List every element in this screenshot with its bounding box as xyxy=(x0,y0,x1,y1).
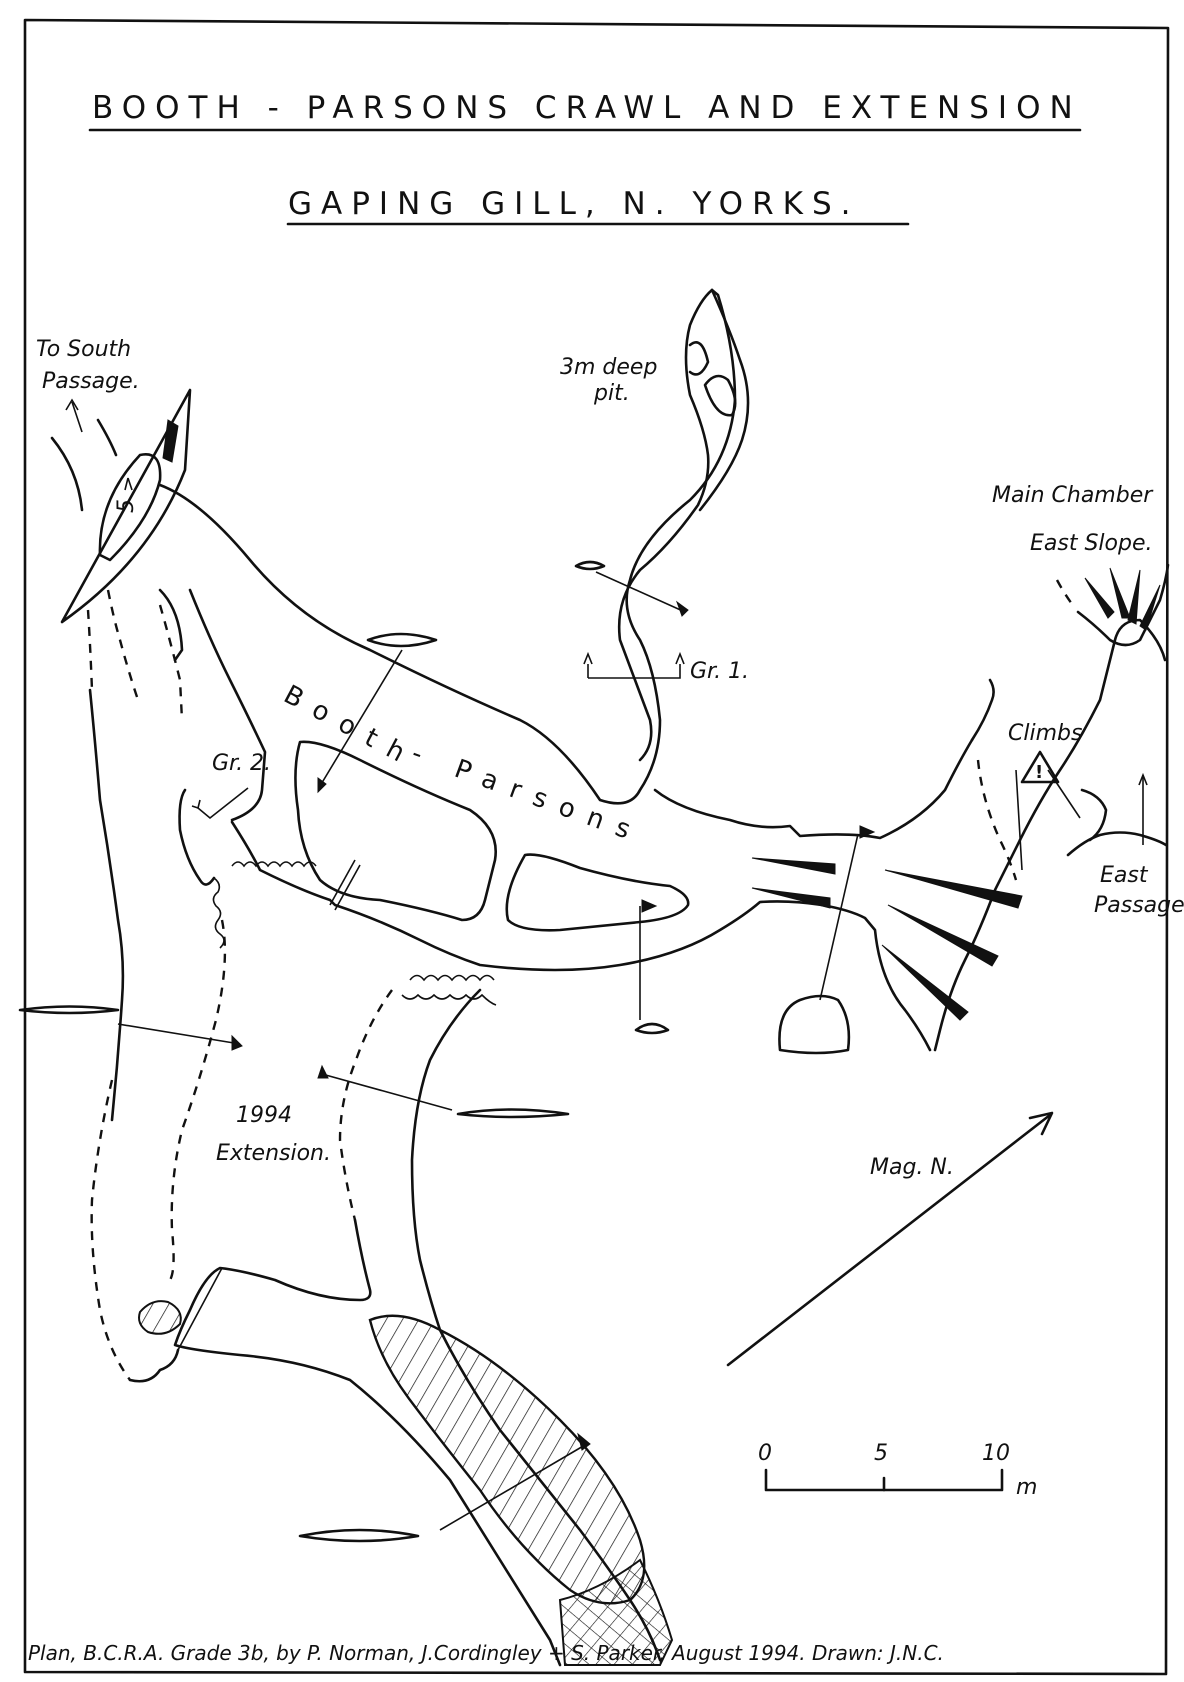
extension-centre-wall xyxy=(173,1218,562,1667)
label-gr2: Gr. 2. xyxy=(212,751,271,776)
slope-wedge-3 xyxy=(884,869,1023,909)
east-passage-side xyxy=(1066,831,1168,857)
gr2-alcove xyxy=(178,788,216,886)
pitch-tick xyxy=(162,419,179,463)
section-lens-2 xyxy=(574,560,606,571)
label-extension-2: Extension. xyxy=(216,1141,331,1166)
east-slope-spike-2 xyxy=(1109,567,1131,619)
label-gr1: Gr. 1. xyxy=(690,659,749,684)
pitch-up-arrow xyxy=(124,477,133,491)
section-lens-4 xyxy=(456,1108,570,1119)
section-lens-1 xyxy=(366,632,438,648)
east-slope-spike-3 xyxy=(1127,569,1141,625)
crawl-wall-north-east xyxy=(653,738,974,840)
pool-small-hatched xyxy=(138,1300,182,1335)
pitch-shaft xyxy=(98,453,162,562)
title-line-2: GAPING GILL, N. YORKS. xyxy=(288,186,859,222)
climb-dashed-wall xyxy=(976,759,1018,881)
label-pit-2: pit. xyxy=(593,381,630,406)
section-lens-6 xyxy=(634,1022,670,1035)
boulder-choke-2 xyxy=(409,974,495,982)
east-slope-spike-1 xyxy=(1084,577,1115,619)
warning-triangle-icon: ! xyxy=(1020,750,1060,784)
section-lens-5 xyxy=(298,1528,420,1543)
pit-passage-wall-west xyxy=(617,288,714,762)
sheet-border xyxy=(23,18,1170,1676)
label-to-south-1: To South xyxy=(36,337,131,362)
slope-wedge-4 xyxy=(887,904,999,967)
extension-branch-dash xyxy=(158,604,184,721)
south-passage-wall-right xyxy=(96,418,118,457)
boulder-choke-3 xyxy=(401,993,497,1006)
label-passage-parsons: - Parsons xyxy=(408,738,648,850)
south-passage-wall-left xyxy=(50,436,84,512)
extension-east-dash xyxy=(338,989,393,1221)
cave-plan: 5 xyxy=(18,288,1170,1667)
pit-inner-lip xyxy=(688,341,710,376)
label-pit-1: 3m deep xyxy=(560,355,657,380)
extension-constriction xyxy=(177,1267,223,1351)
extension-west-wall xyxy=(88,688,125,1122)
slope-wedge-5 xyxy=(881,944,969,1021)
pitch-depth-label: 5 xyxy=(114,499,139,513)
label-to-south-2: Passage. xyxy=(42,369,140,394)
section-markers xyxy=(117,571,1148,1531)
title-line-1: BOOTH - PARSONS CRAWL AND EXTENSION xyxy=(92,90,1082,126)
crawl-constriction-2 xyxy=(334,864,361,911)
scale-unit: m xyxy=(1016,1475,1037,1500)
label-east-passage-1: East xyxy=(1100,863,1149,888)
extension-west-return xyxy=(128,1348,180,1383)
boulder-floor-grid xyxy=(558,1558,674,1666)
crawl-constriction xyxy=(329,859,356,906)
svg-text:!: ! xyxy=(1035,762,1043,783)
main-chamber-lobe xyxy=(1076,563,1170,647)
east-passage-wall xyxy=(933,838,1022,1052)
slope-wedge-1 xyxy=(751,857,836,875)
extension-west-dash-2 xyxy=(90,1079,131,1381)
boulder-choke-4 xyxy=(212,877,225,949)
main-chamber-dash xyxy=(1055,579,1076,609)
water-pool-hatched xyxy=(368,1314,646,1605)
label-passage-booth: Booth xyxy=(279,680,422,775)
rock-mound xyxy=(778,994,851,1055)
slope-wedge-2 xyxy=(751,887,831,909)
label-extension-1: 1994 xyxy=(236,1103,292,1128)
pillar-east xyxy=(505,853,690,932)
scale-tick-10: 10 xyxy=(982,1441,1010,1466)
pit-passage-wall-east xyxy=(698,288,750,512)
crawl-wall-south-lower xyxy=(230,820,932,1052)
crawl-wall-south xyxy=(158,588,267,822)
label-climbs: Climbs xyxy=(1008,721,1082,746)
pit-hole xyxy=(703,374,737,417)
label-east-passage-2: Passage xyxy=(1094,893,1184,918)
pillar-west xyxy=(294,740,498,922)
extension-inner-dash xyxy=(168,919,227,1281)
section-lens-3 xyxy=(18,1005,120,1015)
label-main-chamber-1: Main Chamber xyxy=(992,483,1154,508)
label-mag-north: Mag. N. xyxy=(870,1155,954,1180)
pitch-outline xyxy=(60,388,192,624)
scale-tick-5: 5 xyxy=(874,1441,888,1466)
label-main-chamber-2: East Slope. xyxy=(1030,531,1153,556)
east-slope-spike-4 xyxy=(1139,584,1161,631)
scale-bar: 0 5 10 m xyxy=(758,1441,1037,1500)
boulder-choke-1 xyxy=(231,861,317,868)
extension-west-dash-1 xyxy=(86,609,94,691)
survey-credits: Plan, B.C.R.A. Grade 3b, by P. Norman, J… xyxy=(28,1641,944,1665)
south-passage-arrow xyxy=(65,398,83,433)
north-arrow-icon xyxy=(726,1111,1054,1367)
scale-tick-0: 0 xyxy=(758,1441,772,1466)
extension-mid-dash xyxy=(106,589,140,701)
east-passage-bulge xyxy=(1080,788,1108,842)
